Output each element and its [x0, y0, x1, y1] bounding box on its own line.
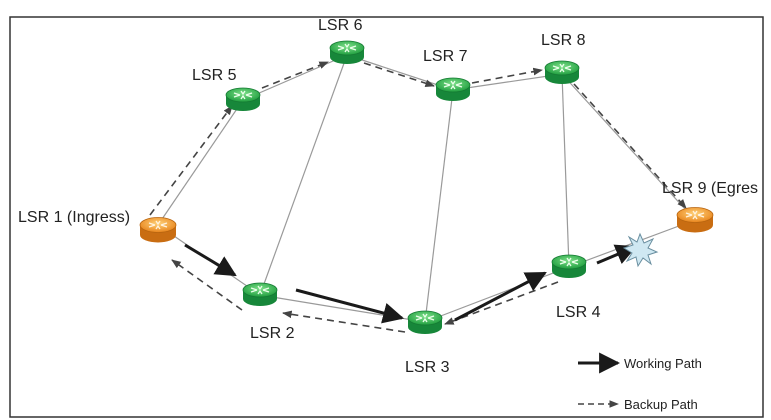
- router-lsr3: [407, 310, 443, 335]
- working-seg-lsr3-lsr4: [454, 271, 547, 322]
- link-lsr8-lsr4: [561, 73, 570, 268]
- router-lsr4: [551, 254, 587, 279]
- router-icon: [139, 216, 177, 244]
- link-lsr3-lsr4: [424, 266, 570, 323]
- backup-seg-lsr7-lsr8: [471, 67, 543, 84]
- backup-seg-lsr6-lsr7: [363, 62, 435, 87]
- link-lsr6-lsr7: [346, 54, 454, 91]
- label-lsr2: LSR 2: [250, 325, 295, 342]
- router-lsr9: [676, 206, 714, 234]
- legend: Working Path Backup Path: [578, 352, 702, 412]
- link-failure-icon: [622, 232, 659, 268]
- router-icon: [329, 40, 365, 65]
- router-lsr6: [329, 40, 365, 65]
- label-lsr3: LSR 3: [405, 359, 450, 376]
- router-lsr7: [435, 77, 471, 102]
- backup-seg-lsr1-lsr5: [149, 105, 233, 216]
- router-icon: [676, 206, 714, 234]
- router-icon: [407, 310, 443, 335]
- router-icon: [435, 77, 471, 102]
- working-seg-lsr2-lsr3: [295, 288, 405, 324]
- legend-backup-label: Backup Path: [624, 397, 698, 412]
- link-lsr7-lsr3: [424, 89, 454, 323]
- backup-seg-lsr3-lsr2: [282, 310, 406, 333]
- router-lsr5: [225, 87, 261, 112]
- backup-seg-lsr5-lsr6: [261, 61, 329, 89]
- link-lsr6-lsr2: [259, 54, 348, 296]
- link-lsr1-lsr5: [157, 99, 244, 226]
- router-icon: [225, 87, 261, 112]
- backup-seg-lsr8-lsr9: [573, 83, 687, 209]
- label-lsr8: LSR 8: [541, 32, 586, 49]
- router-icon: [544, 60, 580, 85]
- label-lsr9: LSR 9 (Egres: [662, 180, 758, 197]
- router-lsr8: [544, 60, 580, 85]
- label-lsr4: LSR 4: [556, 304, 601, 321]
- label-lsr6: LSR 6: [318, 17, 363, 34]
- frame-border: [9, 16, 764, 418]
- label-lsr5: LSR 5: [192, 67, 237, 84]
- link-lsr5-lsr6: [242, 54, 348, 101]
- backup-seg-lsr2-lsr1: [171, 259, 243, 311]
- working-seg-lsr1-lsr2: [184, 243, 237, 277]
- router-lsr1: [139, 216, 177, 244]
- legend-working-label: Working Path: [624, 356, 702, 371]
- label-lsr1: LSR 1 (Ingress): [18, 209, 130, 226]
- label-lsr7: LSR 7: [423, 48, 468, 65]
- router-icon: [242, 282, 278, 307]
- link-lsr8-lsr9: [561, 73, 696, 221]
- link-lsr7-lsr8: [452, 73, 563, 91]
- router-lsr2: [242, 282, 278, 307]
- router-icon: [551, 254, 587, 279]
